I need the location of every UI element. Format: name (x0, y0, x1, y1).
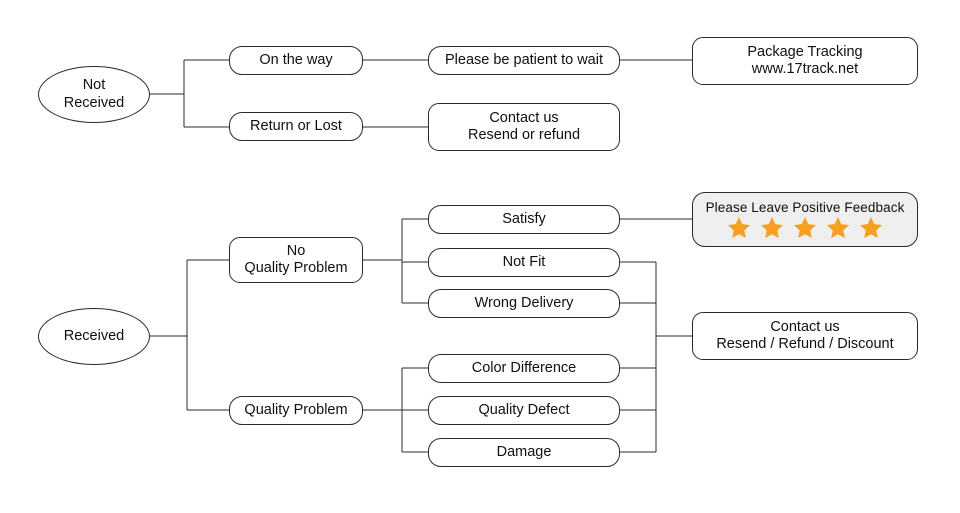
node-return-or-lost-label: Return or Lost (250, 117, 342, 134)
node-received[interactable]: Received (38, 308, 150, 365)
star-icon[interactable] (793, 216, 817, 239)
node-positive-feedback[interactable]: Please Leave Positive Feedback (692, 192, 918, 247)
node-quality-defect-label: Quality Defect (478, 401, 570, 418)
node-wrong-delivery[interactable]: Wrong Delivery (428, 289, 620, 318)
node-on-the-way-label: On the way (259, 51, 333, 68)
star-icon[interactable] (859, 216, 883, 239)
star-rating[interactable] (727, 216, 883, 239)
node-satisfy[interactable]: Satisfy (428, 205, 620, 234)
node-wrong-delivery-label: Wrong Delivery (474, 294, 574, 311)
node-quality-problem[interactable]: Quality Problem (229, 396, 363, 425)
star-icon[interactable] (760, 216, 784, 239)
node-not-received[interactable]: Not Received (38, 66, 150, 123)
node-satisfy-label: Satisfy (502, 210, 546, 227)
node-not-fit-label: Not Fit (502, 253, 546, 270)
node-quality-problem-label: Quality Problem (244, 401, 348, 418)
node-not-fit[interactable]: Not Fit (428, 248, 620, 277)
node-contact-resend-or-refund[interactable]: Contact us Resend or refund (428, 103, 620, 151)
node-not-received-label: Not Received (63, 77, 125, 111)
node-damage-label: Damage (496, 443, 552, 460)
node-please-be-patient-label: Please be patient to wait (445, 51, 603, 68)
node-color-difference-label: Color Difference (471, 359, 577, 376)
node-no-quality-problem[interactable]: No Quality Problem (229, 237, 363, 283)
node-on-the-way[interactable]: On the way (229, 46, 363, 75)
node-return-or-lost[interactable]: Return or Lost (229, 112, 363, 141)
star-icon[interactable] (727, 216, 751, 239)
node-please-be-patient-to-wait[interactable]: Please be patient to wait (428, 46, 620, 75)
node-package-tracking[interactable]: Package Tracking www.17track.net (692, 37, 918, 85)
node-contact-resend-refund-discount-label: Contact us Resend / Refund / Discount (716, 318, 894, 352)
node-contact-resend-refund-label: Contact us Resend or refund (467, 109, 581, 143)
node-received-label: Received (63, 327, 125, 344)
star-icon[interactable] (826, 216, 850, 239)
node-no-quality-problem-label: No Quality Problem (244, 242, 348, 276)
node-contact-resend-refund-discount[interactable]: Contact us Resend / Refund / Discount (692, 312, 918, 360)
node-color-difference[interactable]: Color Difference (428, 354, 620, 383)
feedback-text: Please Leave Positive Feedback (705, 200, 905, 215)
node-package-tracking-label: Package Tracking www.17track.net (747, 43, 863, 77)
node-quality-defect[interactable]: Quality Defect (428, 396, 620, 425)
node-damage[interactable]: Damage (428, 438, 620, 467)
